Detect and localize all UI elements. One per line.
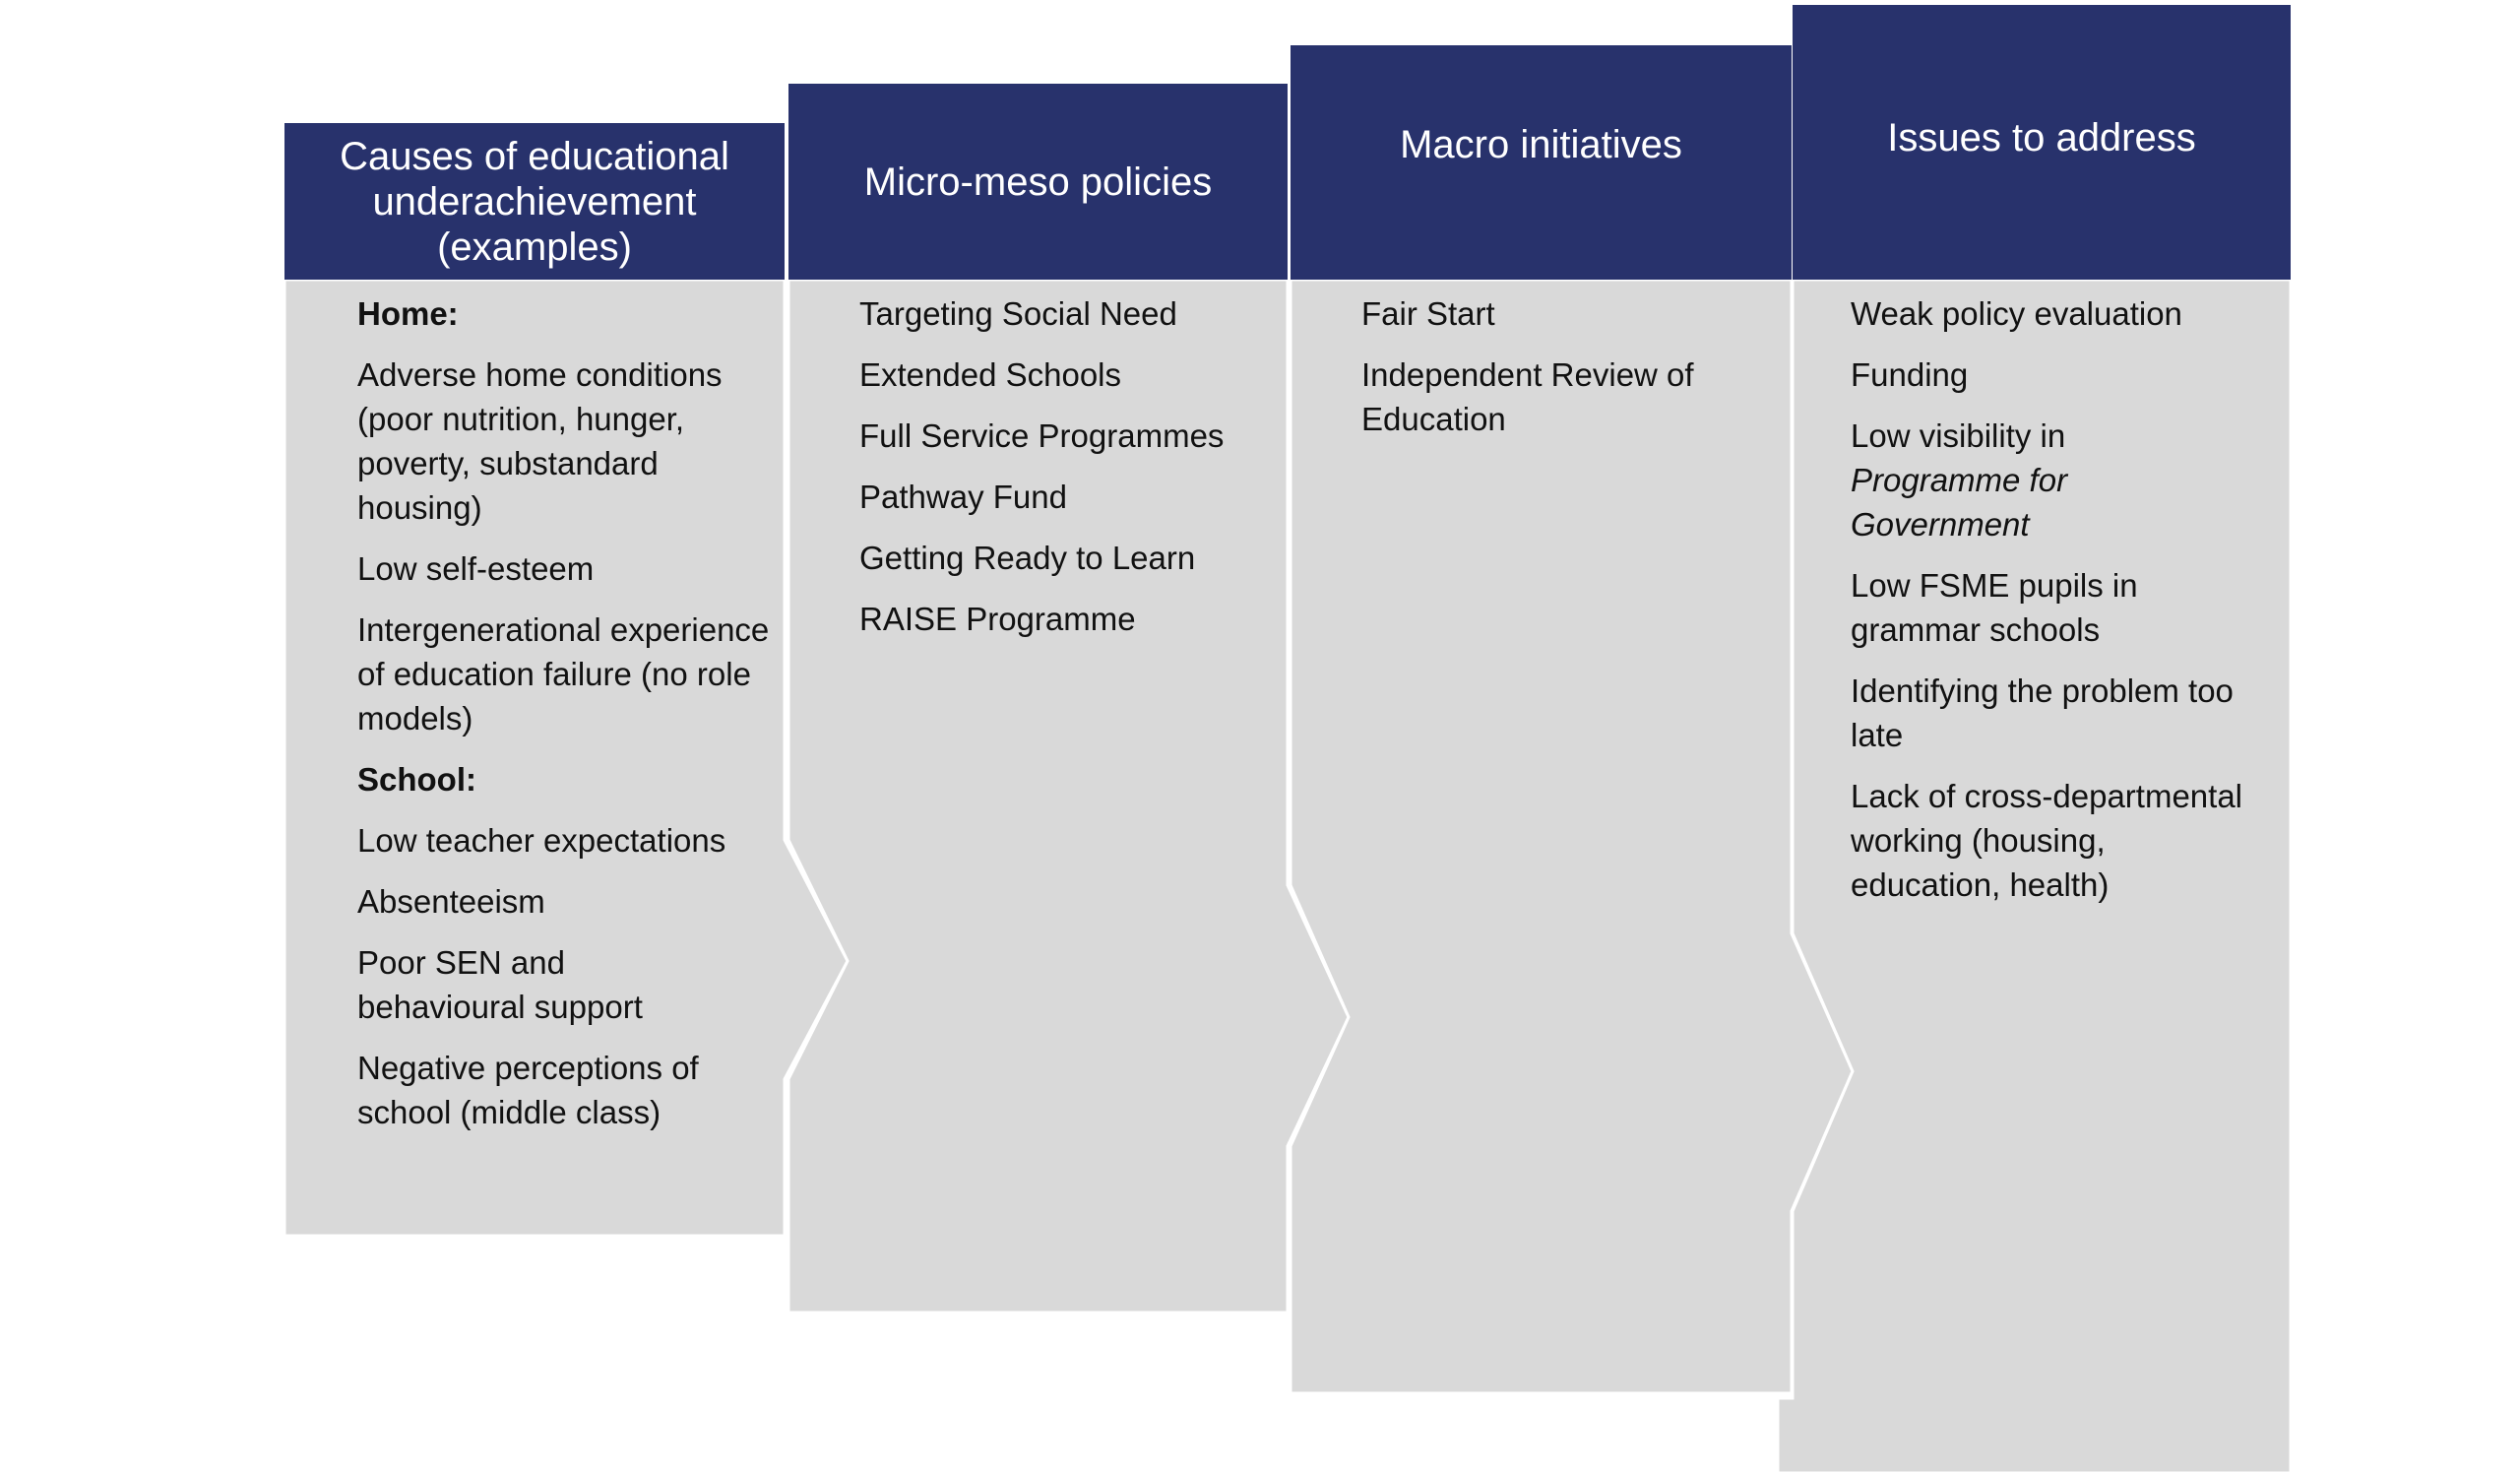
list-item: Identifying the problem too late (1851, 672, 2234, 753)
column-4-list: Weak policy evaluation Funding Low visib… (1851, 291, 2284, 924)
column-1-header: Causes of educational underachievement (… (284, 123, 785, 280)
column-3-header: Macro initiatives (1291, 45, 1792, 280)
list-item: Getting Ready to Learn (859, 540, 1196, 576)
list-item: Negative perceptions of school (middle c… (357, 1050, 699, 1130)
list-item-text: Low visibility in (1851, 417, 2066, 454)
column-1-list: Home: Adverse home conditions (poor nutr… (357, 291, 781, 1151)
list-item: Intergenerational experience of educatio… (357, 611, 770, 736)
list-item: Absenteeism (357, 883, 545, 920)
list-item: RAISE Programme (859, 601, 1136, 637)
list-item: Fair Start (1361, 295, 1495, 332)
list-item: Pathway Fund (859, 479, 1067, 515)
list-item: Independent Review of Education (1361, 356, 1694, 437)
list-item: Adverse home conditions (poor nutrition,… (357, 356, 723, 526)
list-item-italic-text: Programme for Government (1851, 462, 2068, 543)
column-2-header: Micro-meso policies (788, 84, 1288, 280)
column-1-body (283, 278, 850, 1238)
list-item: Funding (1851, 356, 1969, 393)
column-2-list: Targeting Social Need Extended Schools F… (859, 291, 1283, 658)
list-item: Weak policy evaluation (1851, 295, 2182, 332)
column-2-body (787, 278, 1351, 1314)
column-3-list: Fair Start Independent Review of Educati… (1361, 291, 1775, 458)
list-item: Low visibility in Programme for Governme… (1851, 414, 2284, 546)
list-item: Low FSME pupils in grammar schools (1851, 567, 2138, 648)
list-item: Lack of cross-departmental working (hous… (1851, 778, 2243, 903)
column-4-header: Issues to address (1793, 5, 2291, 280)
list-item: Targeting Social Need (859, 295, 1177, 332)
list-item: Full Service Programmes (859, 417, 1225, 454)
list-heading-school: School: (357, 761, 476, 798)
list-item: Low teacher expectations (357, 822, 726, 859)
list-heading-home: Home: (357, 295, 459, 332)
list-item: Poor SEN and behavioural support (357, 944, 643, 1025)
list-item: Low self-esteem (357, 550, 595, 587)
column-4-body (1776, 278, 2293, 1473)
list-item: Extended Schools (859, 356, 1122, 393)
